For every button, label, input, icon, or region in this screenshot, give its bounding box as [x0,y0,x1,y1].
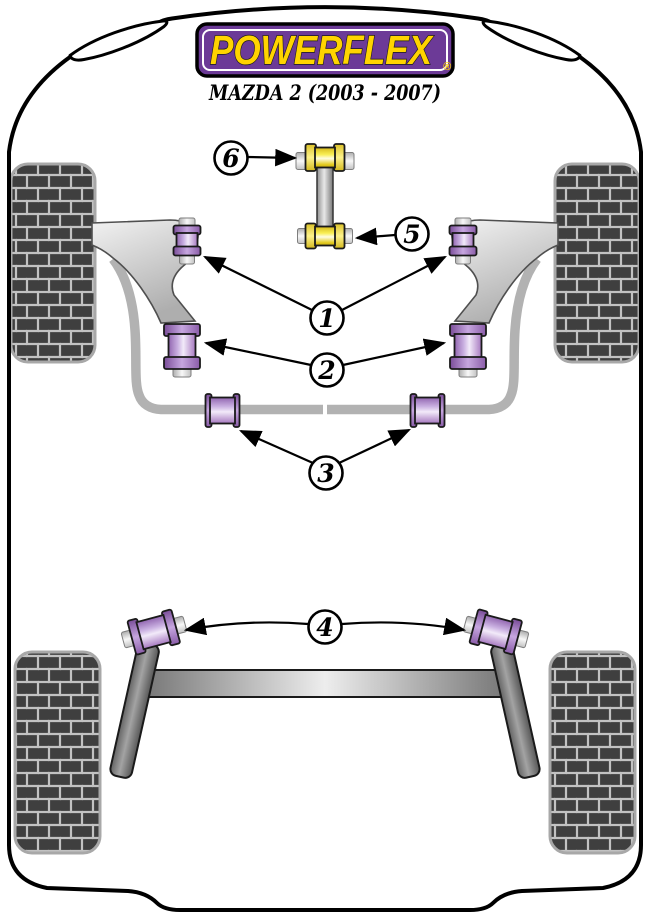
anti-roll-bar-bushings [204,393,446,428]
front-left-tire [9,162,97,364]
registered-mark: ® [443,61,452,73]
callout-4: 4 [307,609,343,645]
arrow-callout4-left [183,617,309,636]
rear-left-mount-bushing [120,608,188,656]
wheels [9,162,641,855]
lower-link-bushing [297,222,353,250]
callout-2-number: 2 [317,356,335,385]
rear-left-trailing-arm [109,642,160,779]
rear-right-mount-bushing [462,608,530,656]
front-left-front-bushing [172,217,202,265]
front-right-rear-bushing [449,323,487,378]
front-control-arms [91,219,559,324]
car-body-outline [7,5,643,912]
callout-5: 5 [394,216,430,252]
page-title: MAZDA 2 (2003 - 2007) [208,80,441,105]
arrow-callout2-right [342,338,447,367]
logo-wordmark: POWERFLEX [210,27,434,73]
arrow-callout3-right [338,429,411,464]
callout-arrows [183,148,467,636]
arrow-callout1-left [203,256,313,311]
callout-3-number: 3 [317,459,334,488]
body-side-and-bottom-outline [7,55,643,912]
arb-bushing-right [409,393,446,428]
logo-background [195,22,455,78]
powerflex-logo: POWERFLEX ® [195,22,455,78]
rear-beam-axle [109,608,541,779]
callout-6: 6 [213,140,249,176]
front-left-rear-bushing [163,323,201,378]
rear-right-tire [548,650,637,855]
anti-roll-bar-left-half [109,256,323,415]
logo-inner-border [202,29,448,71]
front-right-tire [553,162,641,364]
callout-5-number: 5 [403,220,420,249]
arrow-callout4-right [341,617,467,636]
callout-4-number: 4 [316,613,333,642]
right-headlight [481,19,582,62]
arrow-callout1-right [341,255,447,311]
callout-1-number: 1 [318,304,335,333]
callout-3: 3 [308,455,344,491]
engine-mount-link [295,143,355,250]
front-anti-roll-bar [109,256,541,415]
callout-2: 2 [309,352,345,388]
rear-right-trailing-arm [490,642,541,779]
arrow-callout6 [247,148,298,167]
left-headlight [68,19,169,62]
arrow-callout3-left [238,429,314,465]
callouts: 6 5 1 2 3 4 [213,140,430,645]
callout-1: 1 [309,300,345,336]
rear-crossbeam [139,669,511,698]
upper-link-bushing [295,143,355,172]
front-right-front-bushing [448,217,478,265]
front-arm-bushings [163,217,487,378]
arrow-callout5 [354,227,396,246]
callout-6-number: 6 [222,144,239,173]
link-bar [316,165,334,231]
rear-left-tire [13,650,102,855]
arrow-callout2-left [203,338,312,367]
anti-roll-bar-right-half [327,256,541,415]
arb-bushing-left [204,393,241,428]
